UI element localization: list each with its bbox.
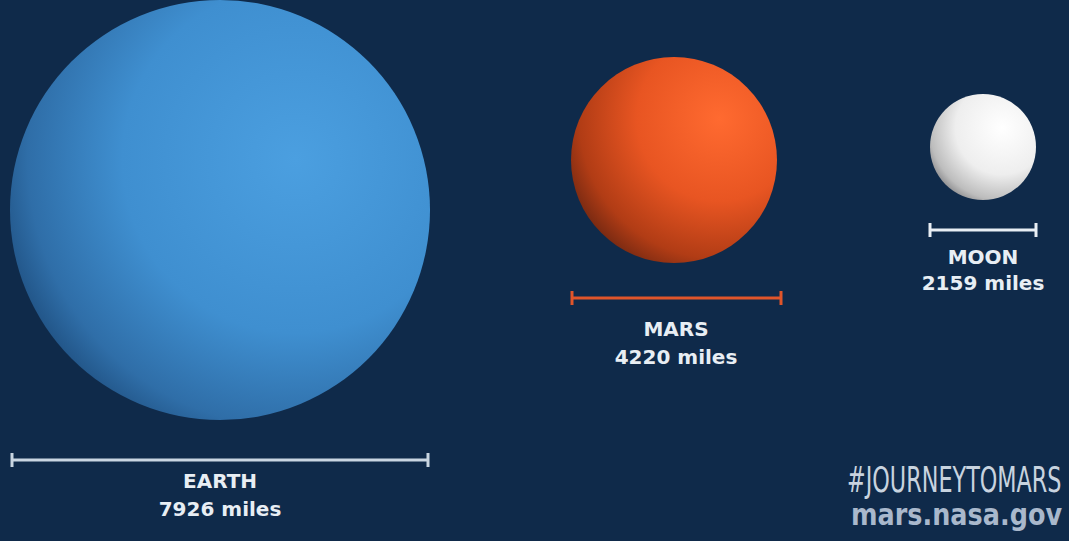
diameter-label: 7926 miles <box>159 498 282 520</box>
earth-sphere <box>10 0 430 420</box>
moon-sphere <box>930 94 1036 200</box>
mars-sphere <box>571 57 777 263</box>
moon-scale-bar <box>930 223 1036 237</box>
hashtag: #JOURNEYTOMARS <box>847 460 1062 500</box>
planet-name: EARTH <box>183 470 257 492</box>
moon-name: MOON <box>948 246 1019 268</box>
diameter-label: 2159 miles <box>922 272 1045 294</box>
mars-scale-bar <box>572 291 781 305</box>
earth-scale-bar <box>12 453 428 467</box>
website-url: mars.nasa.gov <box>851 498 1062 531</box>
planet-name: MARS <box>643 318 708 340</box>
diameter-label: 4220 miles <box>615 346 738 368</box>
